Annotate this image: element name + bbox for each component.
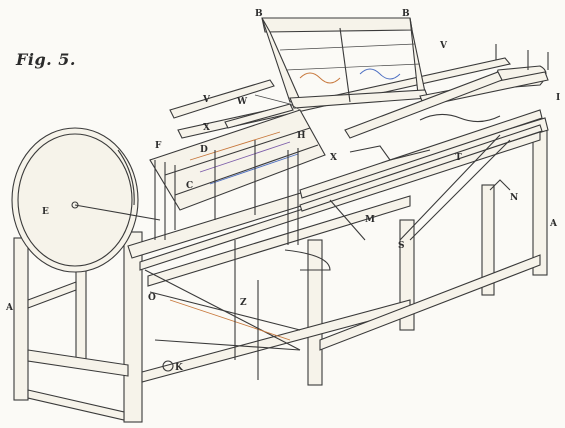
label-s: S xyxy=(398,241,405,251)
label-x-mid: X xyxy=(330,153,337,163)
crank-x xyxy=(349,145,431,161)
carriage xyxy=(149,79,326,245)
label-a-left: A xyxy=(5,303,14,313)
hinged-frame xyxy=(254,17,429,111)
hook xyxy=(284,249,331,271)
frame-tint-1 xyxy=(299,72,341,84)
label-f: F xyxy=(155,141,162,151)
beam-t-lower xyxy=(299,124,543,212)
carriage-bar-2 xyxy=(174,144,319,196)
frame-top-bar xyxy=(261,17,413,33)
long-beams xyxy=(299,71,543,212)
leg-middle xyxy=(307,239,323,386)
label-e: E xyxy=(42,207,49,217)
flywheel-hub xyxy=(71,201,79,209)
frame-tint-2 xyxy=(359,68,401,80)
leg-far-right xyxy=(532,129,548,276)
label-v-top: V xyxy=(439,41,448,51)
label-x-left: X xyxy=(203,123,210,133)
frame-cross-1 xyxy=(279,43,416,51)
leg-right-inner xyxy=(481,184,495,296)
beam-v-upper xyxy=(344,71,503,139)
flywheel xyxy=(11,127,161,273)
lever-m xyxy=(329,199,366,241)
rail-floor-left xyxy=(27,389,125,421)
rail-mid-front xyxy=(147,195,411,287)
label-t: T xyxy=(455,153,462,163)
beam-t xyxy=(299,109,543,199)
rail-bottom-back xyxy=(319,254,541,351)
label-b-left: B xyxy=(255,9,263,19)
flywheel-rim-inner xyxy=(17,133,133,267)
brace-n-2 xyxy=(409,139,511,241)
leg-front-left xyxy=(13,237,29,401)
flywheel-axle xyxy=(74,204,161,221)
carriage-tint-1 xyxy=(189,131,281,161)
label-w: W xyxy=(236,97,248,107)
treadle-weight-k xyxy=(162,360,174,372)
label-k: K xyxy=(175,363,184,373)
bar-x-left xyxy=(224,103,294,129)
wavy-rod xyxy=(419,113,501,123)
braces xyxy=(144,134,511,380)
carriage-platform xyxy=(149,109,326,211)
label-d: D xyxy=(200,145,208,155)
label-v-left: V xyxy=(202,95,211,105)
figure-title: Fig. 5. xyxy=(16,50,76,69)
treadle xyxy=(154,339,301,351)
label-h: H xyxy=(297,131,306,141)
rail-bottom-left xyxy=(27,349,129,377)
flywheel-edge xyxy=(117,149,135,206)
label-m: M xyxy=(365,215,375,225)
frame-cross-2 xyxy=(285,63,421,71)
rail-side-left xyxy=(27,281,77,309)
brace-n xyxy=(399,134,501,241)
brace-tint xyxy=(169,299,291,341)
label-c: C xyxy=(186,181,193,191)
label-i: I xyxy=(556,93,560,103)
flywheel-rim xyxy=(11,127,139,273)
carriage-tint-3 xyxy=(209,153,299,185)
label-o: O xyxy=(148,293,156,303)
leg-front-mid xyxy=(123,231,143,423)
bottom-rails xyxy=(27,254,541,421)
label-a-right: A xyxy=(549,219,558,229)
label-b-right: B xyxy=(402,9,410,19)
frame-mid-post xyxy=(339,27,351,103)
label-z: Z xyxy=(240,298,247,308)
label-n: N xyxy=(510,193,518,203)
bar-v-left xyxy=(169,79,275,119)
brace-o-2 xyxy=(149,291,301,331)
carriage-bar-1 xyxy=(164,127,311,176)
crank-n xyxy=(489,179,511,191)
figure-labels: B B V I V W X H F C D E X T M N A A O Z … xyxy=(5,9,560,373)
